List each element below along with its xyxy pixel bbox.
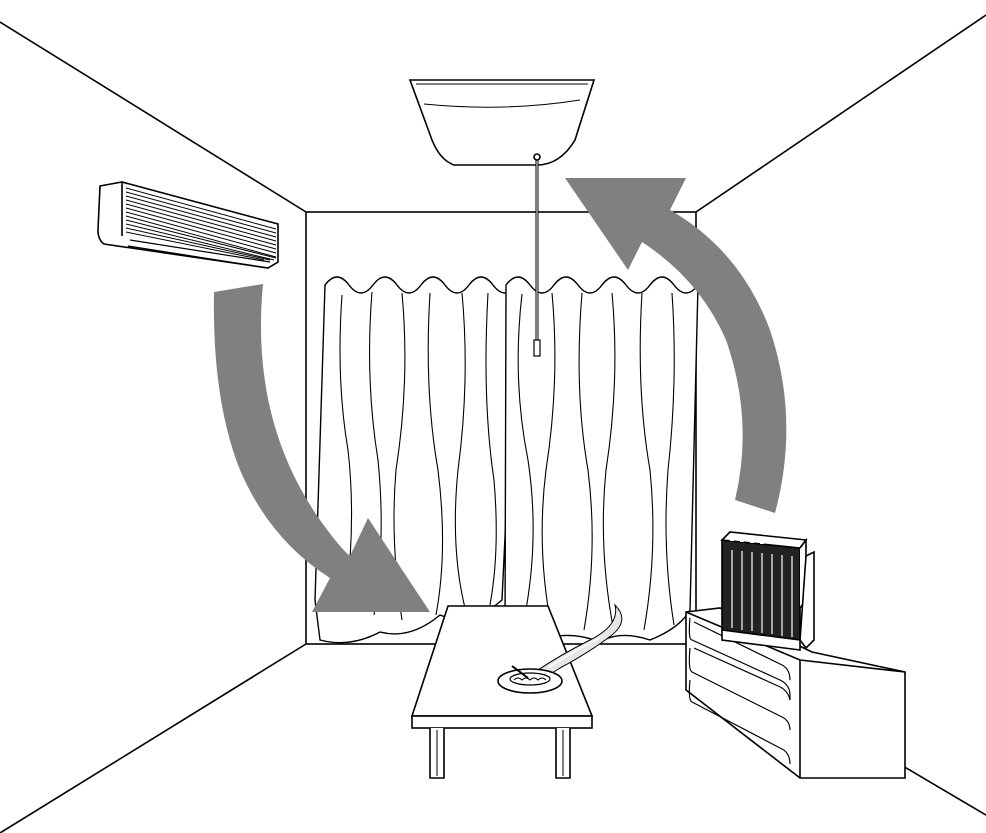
air-conditioner-unit (98, 182, 278, 268)
air-purifier (722, 532, 814, 650)
